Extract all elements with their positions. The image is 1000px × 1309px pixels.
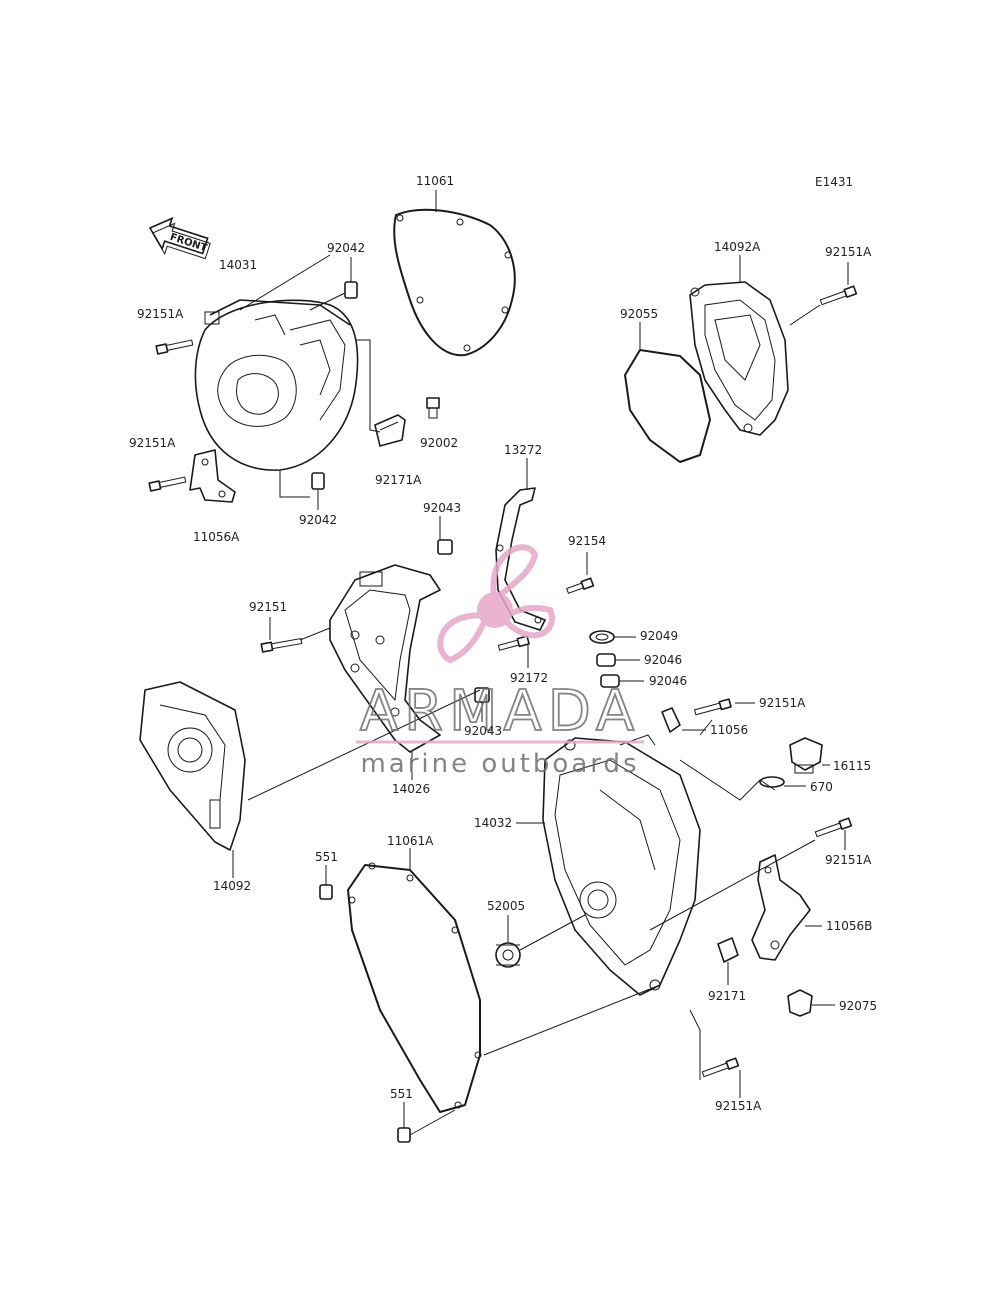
part-92151A-bolt-tl (155, 339, 194, 355)
label-16115: 16115 (833, 759, 871, 773)
label-92151A-r1: 92151A (759, 696, 806, 710)
watermark-brand: ARMADA (360, 679, 640, 744)
label-14092A: 14092A (714, 240, 761, 254)
label-13272: 13272 (504, 443, 542, 457)
part-92151A-bolt-tr (819, 285, 858, 306)
part-14026-cover (329, 564, 441, 780)
part-92042-dowel-top (344, 257, 358, 299)
part-11061A-gasket (347, 848, 482, 1113)
part-16115-cap (789, 737, 830, 774)
label-14092: 14092 (213, 879, 251, 893)
part-92049-seal (589, 630, 636, 644)
part-92172-bolt (497, 635, 530, 651)
label-14026: 14026 (392, 782, 430, 796)
label-92043-top: 92043 (423, 501, 461, 515)
part-11056B-bracket (751, 854, 822, 961)
part-52005-gear (495, 914, 586, 968)
part-670-o-ring (759, 776, 806, 788)
part-551-dowel-bottom (397, 1102, 456, 1143)
label-92042-bottom: 92042 (299, 513, 337, 527)
label-92171A: 92171A (375, 473, 422, 487)
armada-watermark: ARMADA marine outboards (356, 544, 644, 779)
diagram-code: E1431 (815, 175, 853, 189)
label-551-bottom: 551 (390, 1087, 413, 1101)
label-92046-a: 92046 (644, 653, 682, 667)
label-92151A-bottom: 92151A (715, 1099, 762, 1113)
watermark-tagline: marine outboards (360, 749, 639, 779)
front-arrow-icon: FRONT (148, 216, 211, 260)
label-92049: 92049 (640, 629, 678, 643)
part-labels: 11061 92042 14031 92151A 92002 92171A 92… (129, 174, 877, 1113)
part-92046-bushing-a (596, 653, 640, 667)
part-92171A-clamp (374, 414, 406, 447)
label-11056A: 11056A (193, 530, 240, 544)
part-14092-cover (139, 681, 246, 878)
part-92151A-bolt-ml (148, 476, 187, 492)
part-92002-bolt (426, 397, 440, 419)
label-14032: 14032 (474, 816, 512, 830)
part-92151A-bolt-r2 (814, 817, 853, 838)
part-11061-gasket (393, 190, 516, 357)
label-92154: 92154 (568, 534, 606, 548)
label-670: 670 (810, 780, 833, 794)
part-92171-clamp (717, 937, 739, 985)
label-92055: 92055 (620, 307, 658, 321)
label-92002: 92002 (420, 436, 458, 450)
part-92151A-bolt-bottom (701, 1057, 740, 1078)
part-92075-grommet (787, 989, 835, 1017)
part-11056-clip (661, 707, 706, 733)
label-92151: 92151 (249, 600, 287, 614)
label-92171: 92171 (708, 989, 746, 1003)
label-92151A-ml: 92151A (129, 436, 176, 450)
part-92151-bolt (260, 638, 303, 653)
label-92151A-r2: 92151A (825, 853, 872, 867)
part-92151A-bolt-r1 (693, 698, 732, 716)
label-92046-b: 92046 (649, 674, 687, 688)
label-14031: 14031 (219, 258, 257, 272)
propeller-icon (437, 544, 555, 664)
part-551-dowel-top (319, 865, 333, 900)
label-92043-bottom: 92043 (464, 724, 502, 738)
label-92075: 92075 (839, 999, 877, 1013)
part-92055-gasket (624, 322, 711, 463)
part-13272-guide (495, 458, 546, 631)
part-92154-bolt (566, 577, 595, 594)
label-52005: 52005 (487, 899, 525, 913)
label-11056B: 11056B (826, 919, 872, 933)
part-92043-dowel-top (437, 516, 453, 555)
part-92046-bushing-b (600, 674, 644, 688)
label-551-top: 551 (315, 850, 338, 864)
label-92042-top: 92042 (327, 241, 365, 255)
label-92151A-tl: 92151A (137, 307, 184, 321)
label-92151A-tr: 92151A (825, 245, 872, 259)
part-11056A-bracket (189, 449, 236, 503)
part-14092A-cover (689, 255, 789, 436)
part-92043-dowel-bottom (474, 687, 490, 722)
part-14031-generator-cover (194, 299, 359, 471)
label-11061: 11061 (416, 174, 454, 188)
label-92172: 92172 (510, 671, 548, 685)
label-11061A: 11061A (387, 834, 434, 848)
part-92042-dowel-bottom (311, 472, 325, 510)
label-11056: 11056 (710, 723, 748, 737)
